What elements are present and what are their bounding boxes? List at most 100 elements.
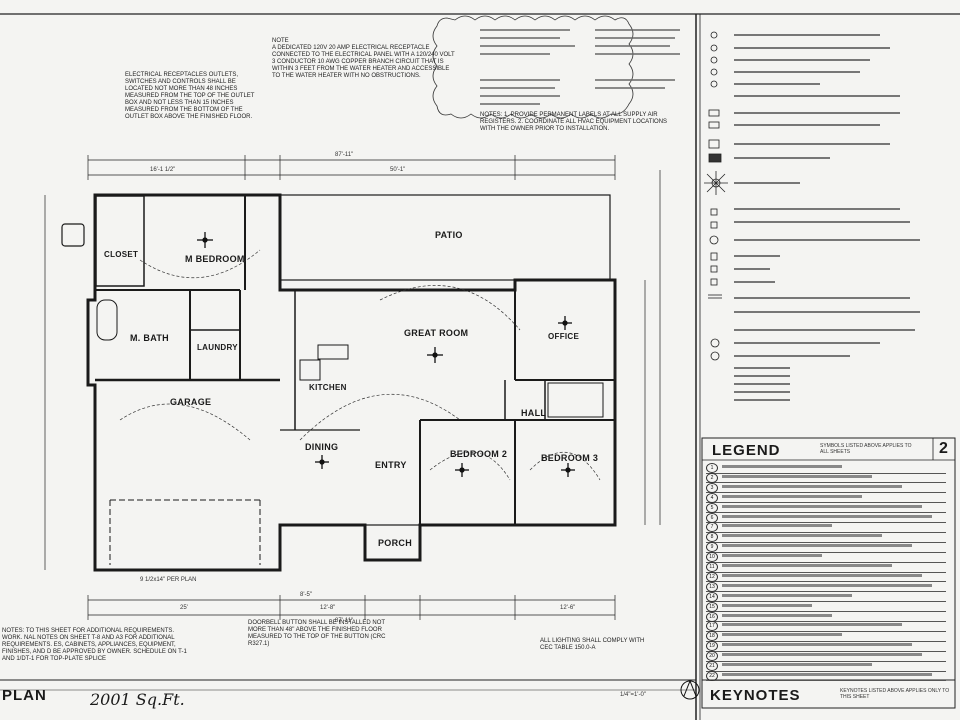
keynote-row: 9: [706, 541, 946, 553]
scale-label: 1/4"=1'-0": [620, 692, 646, 698]
keynote-number: 12: [706, 571, 718, 582]
keynote-row: 20: [706, 650, 946, 662]
keynote-text-placeholder: [722, 613, 832, 617]
keynote-number: 18: [706, 631, 718, 642]
keynote-row: 3: [706, 482, 946, 494]
keynote-row: 1: [706, 462, 946, 474]
keynote-row: 15: [706, 601, 946, 613]
keynote-text-placeholder: [722, 573, 922, 577]
keynote-number: 8: [706, 532, 718, 543]
room-label-garage: GARAGE: [170, 397, 212, 407]
keynote-text-placeholder: [722, 643, 912, 647]
room-label-patio: PATIO: [435, 230, 463, 240]
dimension-seg-5: 8'-5": [300, 592, 312, 598]
keynote-number: 11: [706, 562, 718, 572]
room-label-hall: HALL: [521, 408, 547, 418]
keynote-number: 4: [706, 492, 718, 503]
keynote-number: 10: [706, 552, 718, 563]
keynote-text-placeholder: [722, 554, 822, 558]
note-label: NOTE: [272, 38, 289, 44]
keynote-text-placeholder: [722, 474, 872, 478]
keynote-row: 16: [706, 611, 946, 622]
keynote-number: 1: [706, 463, 718, 473]
keynote-row: 10: [706, 551, 946, 563]
keynote-number: 13: [706, 581, 718, 592]
dimension-overall-top: 87'-11": [335, 152, 354, 158]
keynote-number: 20: [706, 651, 718, 662]
dimension-overall-bottom: 87'-11": [335, 618, 354, 624]
keynote-text-placeholder: [722, 583, 932, 587]
keynote-number: 21: [706, 661, 718, 671]
room-label-master-bedroom: M BEDROOM: [185, 254, 245, 264]
dimension-seg-2: 50'-1": [390, 167, 406, 173]
keynote-text-placeholder: [722, 514, 932, 518]
keynote-text-placeholder: [722, 504, 922, 508]
keynote-row: 12: [706, 571, 946, 583]
keynote-text-placeholder: [722, 534, 882, 538]
keynote-row: 13: [706, 581, 946, 593]
keynote-text-placeholder: [722, 663, 872, 666]
lighting-note: ALL LIGHTING SHALL COMPLY WITH CEC TABLE…: [540, 638, 645, 651]
keynote-row: 14: [706, 591, 946, 603]
doorbell-note: DOORBELL BUTTON SHALL BE INSTALLED NOT M…: [248, 620, 386, 647]
keynote-number: 9: [706, 542, 718, 553]
keynote-number: 14: [706, 591, 718, 602]
keynote-text-placeholder: [722, 564, 892, 567]
keynote-row: 2: [706, 472, 946, 484]
keynote-number: 6: [706, 512, 718, 523]
sheet-number: 2: [939, 440, 948, 457]
keynote-text-placeholder: [722, 524, 832, 528]
keynote-number: 19: [706, 641, 718, 652]
keynote-number: 2: [706, 472, 718, 483]
keynote-row: 19: [706, 640, 946, 652]
keynote-row: 5: [706, 502, 946, 514]
dimension-seg-4: 25': [180, 605, 188, 611]
keynote-number: 7: [706, 522, 718, 533]
keynote-text-placeholder: [722, 623, 902, 627]
dimension-seg-6: 12'-8": [320, 605, 336, 611]
keynote-text-placeholder: [722, 593, 852, 597]
keynote-number: 5: [706, 502, 718, 513]
keynote-number: 15: [706, 601, 718, 612]
electrical-note: A DEDICATED 120V 20 AMP ELECTRICAL RECEP…: [272, 45, 455, 79]
keynote-text-placeholder: [722, 653, 922, 657]
garage-door-note: 9 1/2x14" PER PLAN: [140, 577, 197, 583]
keynote-row: 6: [706, 512, 946, 523]
keynote-row: 11: [706, 561, 946, 573]
keynote-number: 3: [706, 482, 718, 493]
keynote-text-placeholder: [722, 544, 912, 548]
room-label-master-bath: M. BATH: [130, 333, 169, 343]
keynote-text-placeholder: [722, 465, 842, 468]
room-label-bedroom-3: BEDROOM 3: [541, 453, 599, 463]
room-label-kitchen: KITCHEN: [309, 383, 347, 392]
dimension-seg-1: 16'-1 1/2": [150, 167, 176, 173]
room-label-laundry: LAUNDRY: [197, 343, 238, 352]
dimension-seg-3: 12'-6": [560, 605, 576, 611]
keynote-text-placeholder: [722, 494, 862, 498]
receptacle-note: ELECTRICAL RECEPTACLES OUTLETS, SWITCHES…: [125, 72, 255, 120]
keynote-text-placeholder: [722, 484, 902, 488]
keynote-number: 16: [706, 611, 718, 622]
keynote-text-placeholder: [722, 633, 842, 637]
cloud-note: NOTES: 1. PROVIDE PERMANENT LABELS AT AL…: [480, 112, 668, 132]
room-label-office: OFFICE: [548, 332, 580, 341]
keynote-row: 22: [706, 670, 946, 682]
keynote-number: 17: [706, 621, 718, 632]
room-label-bedroom-2: BEDROOM 2: [450, 449, 508, 459]
keynote-row: 17: [706, 620, 946, 632]
area-handwritten: 2001 Sq.Ft.: [90, 690, 185, 709]
keynote-text-placeholder: [722, 603, 812, 607]
keynote-row: 18: [706, 630, 946, 642]
room-label-great-room: GREAT ROOM: [404, 328, 469, 338]
legend-title: LEGEND: [712, 442, 781, 459]
room-label-entry: ENTRY: [375, 460, 407, 470]
legend-note: SYMBOLS LISTED ABOVE APPLIES TO ALL SHEE…: [820, 443, 912, 455]
room-label-closet: CLOSET: [104, 250, 139, 259]
plan-title: PLAN: [2, 687, 47, 704]
keynote-row: 7: [706, 521, 946, 533]
keynote-row: 4: [706, 492, 946, 504]
room-label-dining: DINING: [305, 442, 339, 452]
keynote-row: 21: [706, 660, 946, 672]
keynote-row: 8: [706, 531, 946, 543]
